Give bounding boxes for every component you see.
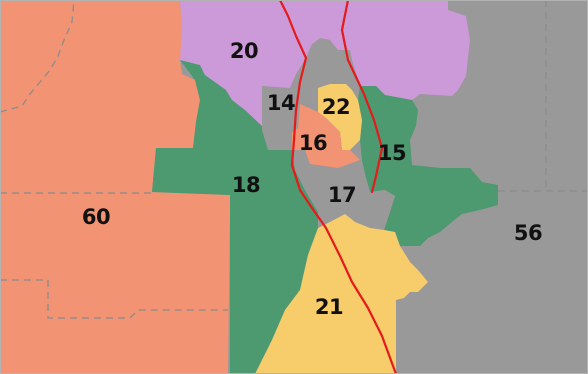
district-label-21: 21 [315, 295, 343, 319]
dashed-boundary-southwest [0, 279, 228, 319]
district-label-60: 60 [82, 205, 110, 229]
district-region-16[interactable] [292, 104, 360, 168]
district-label-14: 14 [267, 91, 295, 115]
red-boundary-west [278, 0, 398, 374]
dashed-boundary-northwest [0, 0, 75, 113]
district-label-20: 20 [230, 39, 258, 63]
district-region-18[interactable] [152, 60, 318, 374]
district-label-18: 18 [232, 173, 260, 197]
district-label-17: 17 [328, 183, 356, 207]
district-region-60[interactable] [0, 0, 230, 374]
district-label-56: 56 [514, 221, 542, 245]
district-label-16: 16 [299, 131, 327, 155]
district-region-22[interactable] [318, 84, 362, 150]
red-boundary-east [340, 0, 384, 194]
dashed-boundary-horizontal [0, 190, 588, 194]
district-label-15: 15 [378, 141, 406, 165]
district-region-20[interactable] [180, 0, 470, 126]
district-region-17[interactable] [292, 150, 395, 230]
district-region-15[interactable] [358, 86, 498, 246]
district-region-21[interactable] [255, 214, 428, 374]
district-label-22: 22 [322, 95, 350, 119]
